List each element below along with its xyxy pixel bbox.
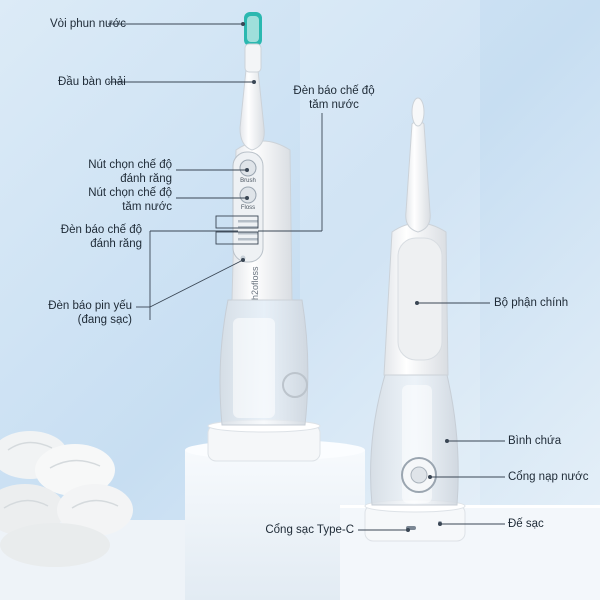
mode-light-brackets xyxy=(215,215,259,245)
label-water-nozzle: Vòi phun nước xyxy=(50,18,126,30)
label-brush-mode-button: Nút chọn chế độ đánh răng xyxy=(88,159,172,185)
label-low-battery-light: Đèn báo pin yếu (đang sạc) xyxy=(48,300,132,326)
brush-mode-button xyxy=(239,159,257,177)
callout-lines xyxy=(108,23,505,531)
label-charging-base: Đế sạc xyxy=(508,518,544,530)
brand-logo-text: h2ofloss xyxy=(250,266,260,300)
towel-stack xyxy=(0,431,133,567)
label-water-tank: Bình chứa xyxy=(508,435,562,447)
left-device xyxy=(207,12,321,462)
label-floss-mode-button: Nút chọn chế độ tăm nước xyxy=(88,187,172,213)
callout-dots xyxy=(241,22,449,532)
label-brush-head: Đầu bàn chải xyxy=(58,76,126,88)
floss-mode-button xyxy=(239,186,257,204)
label-water-inlet: Cổng nạp nước xyxy=(508,471,589,483)
floss-button-text: Floss xyxy=(241,205,255,211)
label-brush-mode-light: Đèn báo chế độ đánh răng xyxy=(60,224,142,250)
label-main-body: Bộ phận chính xyxy=(494,297,569,309)
label-type-c-port: Cổng sạc Type-C xyxy=(265,524,354,536)
right-device xyxy=(364,97,466,542)
brush-button-text: Brush xyxy=(240,178,256,184)
label-floss-mode-light: Đèn báo chế độ tăm nước xyxy=(293,85,375,111)
